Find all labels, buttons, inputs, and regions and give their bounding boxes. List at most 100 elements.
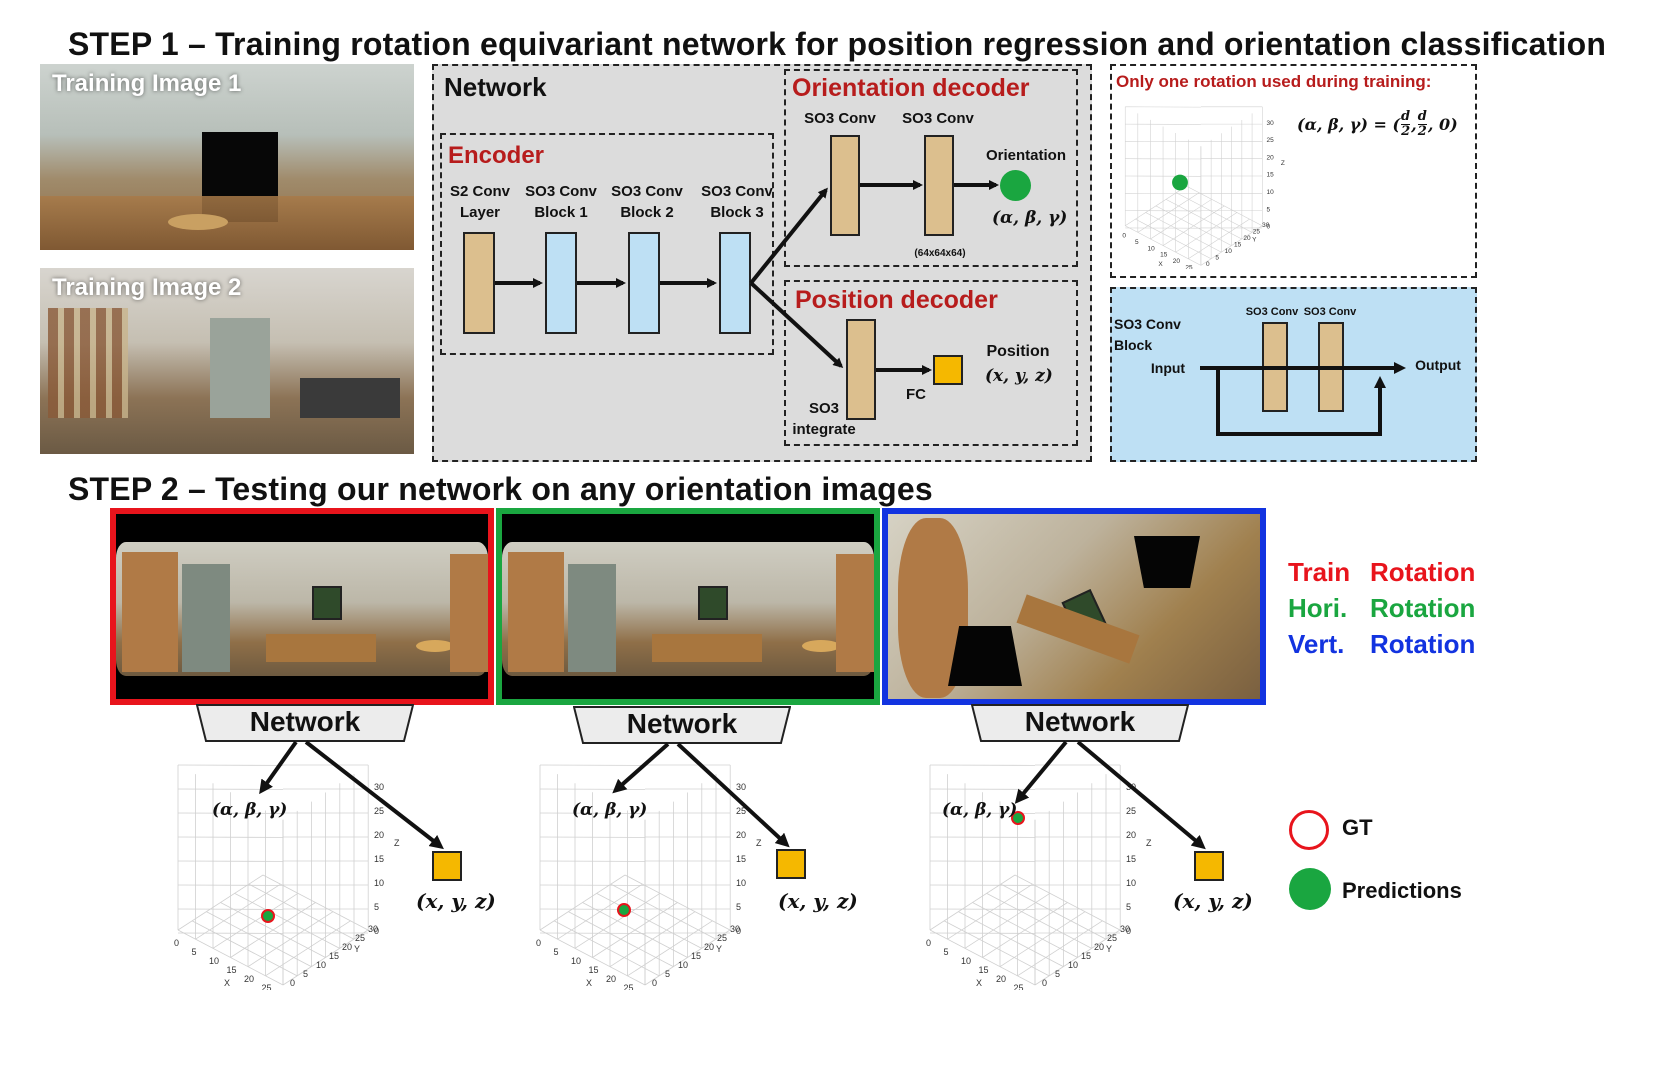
x-axis-label: X [976,978,982,988]
rotation-panel-title: Only one rotation used during training: [1116,72,1432,91]
z-tick: 5 [374,902,379,912]
position-label-hori: (x, y, z) [778,889,858,913]
x-tick: 0 [1122,232,1126,239]
y-tick: 5 [1215,255,1219,262]
x-tick: 10 [571,956,581,966]
z-axis-label: Z [394,838,400,848]
orientation-label-hori: (α, β, γ) [572,800,648,820]
bookshelf [48,308,128,418]
so3-block1 [545,232,577,334]
y-tick: 25 [717,933,727,943]
residual-skip-line [1216,368,1386,436]
orientation-output-label: Orientation [985,147,1066,164]
y-tick: 30 [1120,924,1130,934]
z-tick: 30 [374,782,384,792]
reception-desk [266,634,376,662]
y-tick: 20 [1094,942,1104,952]
position-square-hori [776,849,806,879]
y-tick: 10 [678,960,688,970]
legend-train-word1: Train [1288,557,1351,587]
orient-conv2-block [924,135,954,236]
orientation-decoder-title: Orientation decoder [792,74,1030,102]
prediction-marker [1289,868,1331,910]
block-conv2-label: SO3 Conv [1303,306,1357,318]
orient-conv1-block [830,135,860,236]
z-tick: 10 [736,878,746,888]
vert-rotation-frame [882,508,1266,705]
z-tick: 10 [374,878,384,888]
block-conv1-label: SO3 Conv [1245,306,1299,318]
training-image-2: Training Image 2 [40,268,414,454]
y-tick: 0 [1206,261,1210,268]
x-tick: 5 [944,947,949,957]
training-image-1: Training Image 1 [40,64,414,250]
z-tick: 20 [1266,154,1274,161]
x-tick: 10 [209,956,219,966]
train-rotation-frame [110,508,494,705]
hallway [182,564,230,672]
so3-block3 [719,232,751,334]
desk [300,378,400,418]
z-tick: 20 [1126,830,1136,840]
painting [312,586,342,620]
legend-train-word2: Rotation [1370,557,1476,587]
encoder-title: Encoder [448,142,545,169]
y-tick: 20 [1243,235,1251,242]
orientation-output-math: (α, β, γ) [992,208,1068,228]
y-axis-label: Y [1106,944,1112,954]
z-tick: 0 [374,926,379,936]
y-tick: 10 [1068,960,1078,970]
arrow-hori-orientation [612,742,670,794]
position-label-vert: (x, y, z) [1173,889,1253,913]
s2-conv-block [463,232,495,334]
x-tick: 0 [174,938,179,948]
x-tick: 20 [1173,258,1181,265]
orient-conv1-label: SO3 Conv [804,110,876,127]
legend-hori-word2: Rotation [1370,593,1476,623]
legend-hori-word1: Hori. [1288,593,1348,623]
plot-axes: 005510101515202025253030051015202530XYZ [1122,106,1285,278]
z-tick: 25 [374,806,384,816]
z-tick: 30 [1266,120,1274,127]
z-axis-label: Z [1281,160,1285,167]
y-tick: 25 [1107,933,1117,943]
x-tick: 15 [227,965,237,975]
training-image-2-label: Training Image 2 [52,274,242,301]
rotation-panel [1110,64,1477,278]
mask-bottom [948,626,1022,686]
x-tick: 25 [262,983,272,990]
z-tick: 15 [374,854,384,864]
equation-lhs: (α, β, γ) = ( [1297,115,1401,134]
orient-conv2-label: SO3 Conv [902,110,974,127]
y-tick: 5 [303,969,308,979]
z-tick: 20 [374,830,384,840]
position-output-label: Position [986,343,1050,360]
network-trapezoid-vert: Network [971,704,1189,742]
step2-title: STEP 2 – Testing our network on any orie… [68,471,933,507]
z-tick: 0 [1126,926,1131,936]
y-tick: 20 [704,942,714,952]
y-axis-label: Y [1252,237,1257,244]
round-table [416,640,454,652]
legend-vert: Vert.Rotation [1288,629,1475,660]
gt-and-prediction-marker [617,903,631,917]
position-square-vert [1194,851,1224,881]
z-tick: 25 [1126,806,1136,816]
x-axis-label: X [1158,261,1163,268]
equation-tail: , 0) [1427,115,1458,134]
z-tick: 10 [1266,189,1274,196]
legend-vert-word2: Rotation [1370,629,1476,659]
door-left [122,552,178,672]
x-tick: 25 [624,983,634,990]
orientation-decoder-box [784,69,1078,267]
network-title: Network [444,72,547,102]
y-tick: 30 [730,924,740,934]
z-tick: 30 [736,782,746,792]
z-axis-label: Z [1146,838,1152,848]
